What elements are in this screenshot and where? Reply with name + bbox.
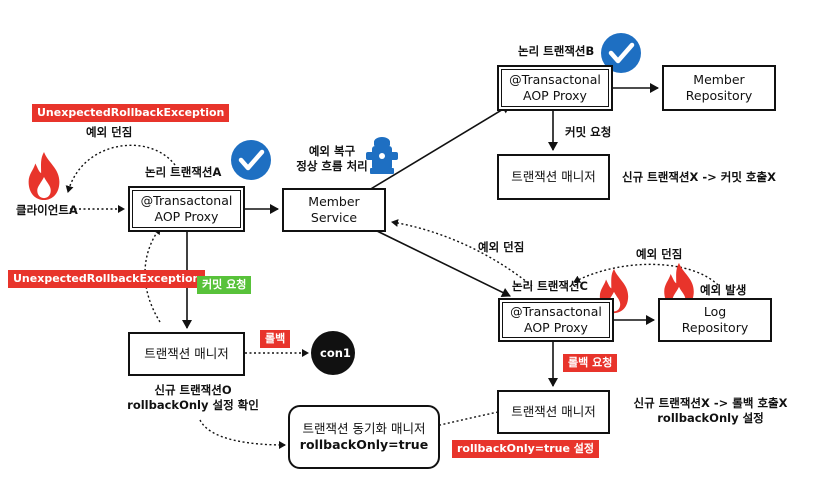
tx-c-note-line1: 신규 트랜잭션X -> 롤백 호출X — [633, 396, 788, 410]
tx-o-note: 신규 트랜잭션O rollbackOnly 설정 확인 — [118, 383, 268, 413]
tx-manager-o-label: 트랜잭션 매니저 — [144, 346, 229, 361]
member-service-line2: Service — [310, 210, 358, 225]
exception-tag: UnexpectedRollbackException — [8, 270, 206, 288]
service-to-proxy-b-arrow — [368, 104, 511, 191]
tx-c-note: 신규 트랜잭션X -> 롤백 호출X rollbackOnly 설정 — [618, 396, 803, 426]
tx-manager-o-box: 트랜잭션 매니저 — [128, 332, 245, 376]
rollback-tag: 롤백 — [260, 330, 291, 348]
tx-manager-b-label: 트랜잭션 매니저 — [511, 169, 596, 184]
exception-to-proxy-c-arrow — [573, 263, 719, 286]
exception-occur-label: 예외 발생 — [700, 283, 747, 297]
log-repo-line2: Repository — [681, 320, 749, 335]
proxy-c-line1: @Transactonal — [510, 304, 602, 319]
fire-hydrant-icon — [366, 137, 398, 174]
recover-label: 예외 복구 정상 흐름 처리 — [288, 144, 376, 174]
exception-to-service-arrow — [391, 219, 533, 287]
proxy-a-line1: @Transactonal — [140, 193, 233, 208]
throw-to-service-label: 예외 던짐 — [478, 240, 525, 254]
sync-line1: 트랜잭션 동기화 매니저 — [302, 421, 426, 436]
tx-manager-c-label: 트랜잭션 매니저 — [511, 404, 596, 419]
tx-c-note-line2: rollbackOnly 설정 — [657, 411, 764, 425]
logical-transaction-b-label: 논리 트랜잭션B — [518, 44, 595, 58]
member-repo-line1: Member — [693, 72, 745, 87]
log-repo-line1: Log — [703, 304, 727, 319]
rollback-only-tag: rollbackOnly=true 설정 — [452, 440, 600, 458]
exception-tag: UnexpectedRollbackException — [32, 104, 230, 122]
proxy-b-line2: AOP Proxy — [523, 88, 587, 103]
member-service-line1: Member — [308, 194, 360, 209]
commit-tag: 커밋 요청 — [197, 276, 252, 294]
check-badge-icon — [231, 140, 271, 180]
tx-manager-c-box: 트랜잭션 매니저 — [497, 390, 610, 434]
proxy-b-line1: @Transactonal — [509, 72, 601, 87]
tx-manager-b-box: 트랜잭션 매니저 — [497, 154, 610, 200]
exception-to-client-arrow — [65, 144, 176, 193]
proxy-c-line2: AOP Proxy — [524, 320, 588, 335]
check-badge-icon — [601, 33, 641, 73]
logical-transaction-a-label: 논리 트랜잭션A — [145, 165, 222, 179]
con1-label: con1 — [320, 346, 351, 360]
sync-line2: rollbackOnly=true — [299, 437, 429, 452]
client-label: 클라이언트A — [16, 203, 78, 217]
txmanager-o-to-sync-arrow — [199, 419, 286, 449]
commit-request-label: 커밋 요청 — [565, 125, 612, 139]
rollback-request-tag: 롤백 요청 — [563, 354, 618, 372]
member-repo-line2: Repository — [685, 88, 753, 103]
throw-to-proxy-c-label: 예외 던짐 — [636, 247, 683, 261]
connection-circle — [311, 331, 355, 375]
fire-icon — [28, 151, 60, 201]
service-to-proxy-c-arrow — [374, 229, 511, 297]
tx-o-note-line1: 신규 트랜잭션O — [154, 383, 232, 397]
logical-transaction-c-label: 논리 트랜잭션C — [512, 279, 588, 293]
throw-label: 예외 던짐 — [86, 125, 133, 139]
recover-line2: 정상 흐름 처리 — [296, 159, 368, 173]
proxy-a-line2: AOP Proxy — [154, 209, 219, 224]
tx-o-note-line2: rollbackOnly 설정 확인 — [127, 398, 259, 412]
tx-b-note: 신규 트랜잭션X -> 커밋 호출X — [622, 170, 776, 184]
recover-line1: 예외 복구 — [308, 144, 356, 158]
